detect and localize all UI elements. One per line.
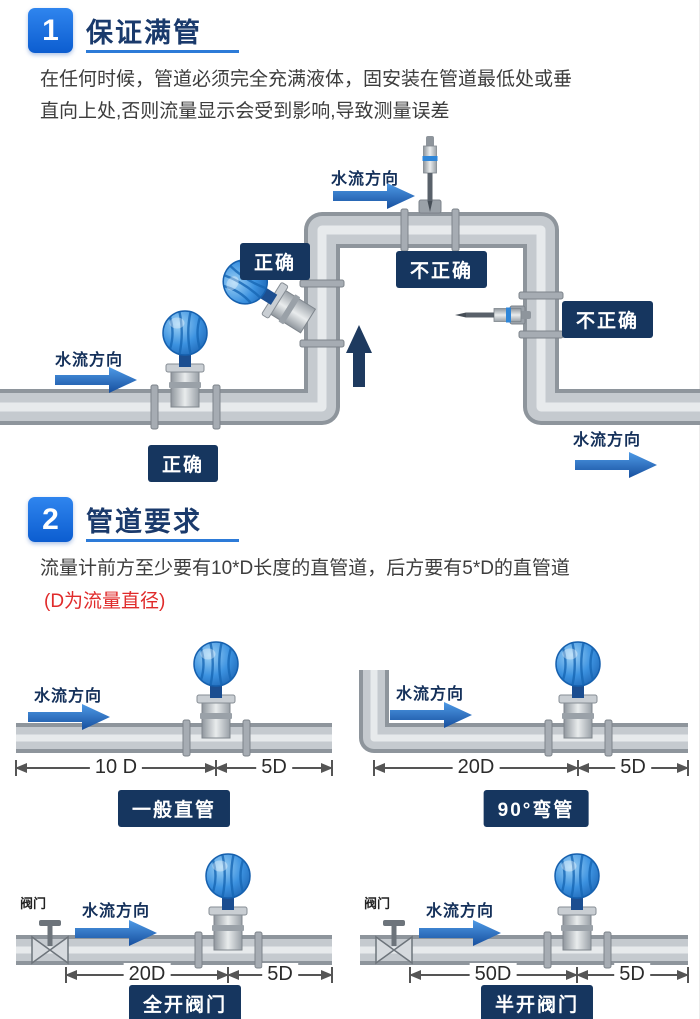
flange: [544, 719, 553, 757]
valve-label: 阀门: [364, 896, 391, 911]
section-1-body-text: 在任何时候，管道必须完全充满液体，固安装在管道最低处或垂 直向上处,否则流量显示…: [40, 69, 573, 123]
valve-label: 阀门: [20, 896, 47, 911]
flange: [254, 931, 263, 969]
correct-badge-vertical: 正确: [240, 243, 311, 280]
flange: [194, 931, 203, 969]
flow-direction-label-bottom-right: 水流方向: [573, 432, 642, 449]
diagram-name-badge: 半开阀门: [480, 985, 594, 1019]
dim-label-before: 20D: [123, 963, 171, 986]
flange: [242, 719, 251, 757]
elbow-pipe-graphic: [359, 640, 689, 776]
section-1-title: 保证满管: [86, 18, 202, 48]
flange: [604, 719, 613, 757]
straight-pipe-graphic: [15, 640, 333, 776]
section-2-title-underline: [86, 539, 239, 542]
flange: [299, 339, 345, 348]
section-2-body-text: 流量计前方至少要有10*D长度的直管道，后方要有5*D的直管道: [40, 558, 570, 579]
section-1-number-badge: 1: [28, 8, 73, 53]
dim-label-after: 5D: [262, 963, 298, 986]
flange: [400, 208, 409, 252]
flange: [603, 931, 612, 969]
dim-label-before: 10 D: [89, 756, 143, 779]
dim-label-before: 20D: [452, 756, 500, 779]
diagram-name-badge: 90°弯管: [483, 790, 589, 827]
flow-direction-label: 水流方向: [34, 688, 103, 705]
flange: [212, 384, 221, 430]
up-arrow-icon: [346, 325, 372, 387]
flow-direction-label-top: 水流方向: [331, 171, 400, 188]
flange: [451, 208, 460, 252]
incorrect-badge-top: 不正确: [396, 251, 488, 288]
sub-diagram-open-valve: 阀门 水流方向 20D 5D 全开阀门: [8, 845, 340, 1019]
diagram-name-badge: 一般直管: [117, 790, 231, 827]
section-2-number-badge: 2: [28, 497, 73, 542]
sub-diagram-straight-pipe: 水流方向 10 D 5D 一般直管: [8, 616, 340, 830]
flange: [150, 384, 159, 430]
flange: [543, 931, 552, 969]
diagram-name-badge: 全开阀门: [128, 985, 242, 1019]
incorrect-badge-right: 不正确: [562, 301, 654, 338]
dim-label-before: 50D: [469, 963, 517, 986]
section-2-title: 管道要求: [86, 507, 202, 537]
flange: [299, 279, 345, 288]
flange: [518, 291, 564, 300]
flow-direction-label-left: 水流方向: [55, 352, 124, 369]
diagram-full-pipe: 水流方向 水流方向 水流方向 正确 不正确 不正确 正确: [0, 125, 700, 487]
flange: [182, 719, 191, 757]
dim-label-after: 5D: [256, 756, 292, 779]
flow-arrow-bottom-right-icon: [575, 452, 657, 478]
sub-diagram-half-valve: 阀门 水流方向 50D 5D 半开阀门: [352, 845, 696, 1019]
dim-label-after: 5D: [615, 756, 651, 779]
dim-label-after: 5D: [614, 963, 650, 986]
section-1-title-underline: [86, 50, 239, 53]
pipe-run-highlight: [0, 225, 700, 412]
flow-direction-label: 水流方向: [396, 686, 465, 703]
flow-direction-label: 水流方向: [82, 903, 151, 920]
flange: [518, 330, 564, 339]
sub-diagram-elbow-pipe: 水流方向 20D 5D 90°弯管: [352, 616, 696, 830]
correct-badge-bottom: 正确: [148, 445, 219, 482]
flow-direction-label: 水流方向: [426, 903, 495, 920]
probe-incorrect-side-icon: [454, 307, 532, 323]
section-2-note: (D为流量直径): [44, 591, 166, 612]
pipe-network-graphic: [0, 135, 700, 478]
